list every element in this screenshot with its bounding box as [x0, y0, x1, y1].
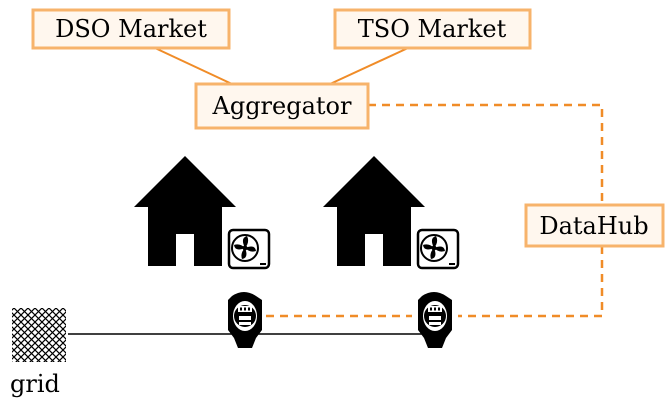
aggregator-node: Aggregator: [194, 82, 370, 130]
datahub-node: DataHub: [524, 203, 665, 248]
grid-label: grid: [10, 370, 60, 398]
grid-hatch-icon: [12, 308, 66, 362]
market-links: [154, 47, 409, 85]
dso-market-node: DSO Market: [31, 8, 231, 50]
tso-market-label: TSO Market: [358, 15, 507, 43]
datahub-label: DataHub: [539, 212, 648, 240]
heat-pump-fan-icon: [416, 228, 460, 270]
house-icon: [134, 156, 236, 266]
smart-meter-icon: [228, 292, 262, 348]
aggregator-label: Aggregator: [212, 92, 353, 120]
tso-market-node: TSO Market: [333, 8, 532, 50]
smart-meter-icon: [418, 292, 452, 348]
dso-market-label: DSO Market: [55, 15, 207, 43]
heat-pump-fan-icon: [227, 228, 271, 270]
data-links: [266, 103, 604, 318]
house-icon: [323, 156, 425, 266]
